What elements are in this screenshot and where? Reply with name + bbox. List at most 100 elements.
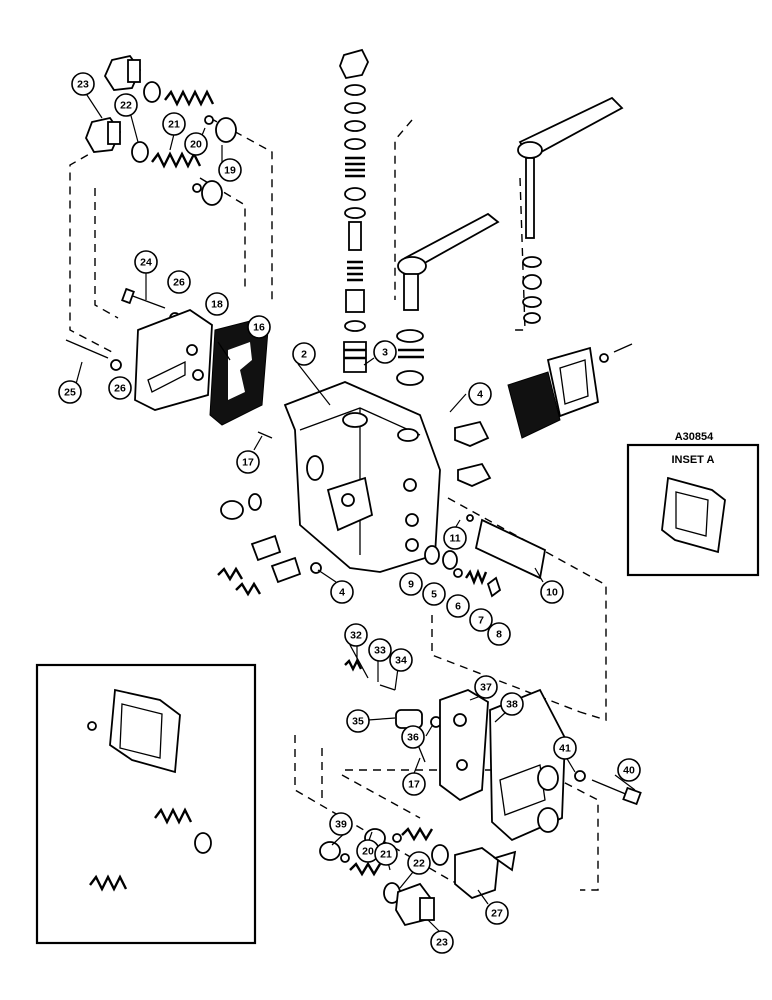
- callout-number: 17: [408, 779, 420, 791]
- figure-code: A30854: [675, 431, 714, 443]
- callout-number: 4: [477, 389, 483, 401]
- callout-circle: [236, 450, 260, 474]
- callout-number: 40: [623, 765, 635, 777]
- callout-number: 21: [380, 849, 392, 861]
- callout-c22a: 22: [114, 93, 138, 117]
- callout-c23b: 23: [430, 930, 454, 954]
- callout-circle: [344, 623, 368, 647]
- inset-a: [626, 443, 760, 577]
- control-levers: [396, 96, 633, 487]
- callout-number: 20: [190, 139, 202, 151]
- callout-circle: [487, 622, 511, 646]
- callout-c32: 32: [344, 623, 368, 647]
- callout-c21a: 21: [162, 112, 186, 136]
- callout-c21b: 21: [374, 842, 398, 866]
- detent-parts: [217, 493, 322, 597]
- callout-circle: [500, 692, 524, 716]
- callout-circle: [399, 572, 423, 596]
- center-spool-stack: [339, 48, 369, 373]
- callout-circle: [443, 526, 467, 550]
- callout-circle: [330, 580, 354, 604]
- callout-c26a: 26: [167, 270, 191, 294]
- callout-circle: [468, 382, 492, 406]
- callout-c19: 19: [218, 158, 242, 182]
- inset-a-label: INSET A: [672, 454, 715, 466]
- callout-number: 11: [449, 533, 460, 545]
- callout-circle: [373, 340, 397, 364]
- left-cover-assembly: [65, 287, 273, 439]
- callout-circle: [71, 72, 95, 96]
- callout-number: 6: [455, 601, 461, 613]
- callout-c33: 33: [368, 638, 392, 662]
- callout-circle: [247, 315, 271, 339]
- callout-circle: [346, 709, 370, 733]
- callout-c27: 27: [485, 901, 509, 925]
- callout-number: 37: [480, 682, 492, 694]
- callout-circle: [167, 270, 191, 294]
- callout-number: 3: [382, 347, 388, 359]
- callout-c2: 2: [292, 342, 316, 366]
- callout-number: 25: [64, 387, 76, 399]
- callout-number: 19: [224, 165, 236, 177]
- callout-number: 34: [395, 655, 407, 667]
- callout-circle: [389, 648, 413, 672]
- callout-c20a: 20: [184, 132, 208, 156]
- callout-c40: 40: [617, 758, 641, 782]
- callout-c4b: 4: [330, 580, 354, 604]
- callout-number: 36: [407, 732, 419, 744]
- callout-circle: [329, 812, 353, 836]
- callout-number: 8: [496, 629, 502, 641]
- main-spool: [424, 514, 547, 598]
- callout-circle: [474, 675, 498, 699]
- callout-c38: 38: [500, 692, 524, 716]
- main-valve-body: [283, 381, 441, 573]
- callout-circle: [407, 851, 431, 875]
- callout-number: 22: [120, 100, 132, 112]
- callout-c37: 37: [474, 675, 498, 699]
- callout-number: 10: [546, 587, 558, 599]
- callout-c26b: 26: [108, 376, 132, 400]
- callout-circle: [617, 758, 641, 782]
- callout-number: 7: [478, 615, 484, 627]
- callout-number: 20: [362, 846, 374, 858]
- callout-number: 38: [506, 699, 518, 711]
- lower-relief-assembly: [319, 644, 642, 927]
- callout-circle: [114, 93, 138, 117]
- callout-c35: 35: [346, 709, 370, 733]
- callout-circle: [162, 112, 186, 136]
- callout-number: 27: [491, 908, 503, 920]
- callout-number: 4: [339, 587, 345, 599]
- callout-number: 24: [140, 257, 152, 269]
- upper-relief-valve-parts: [85, 54, 237, 206]
- callout-c8: 8: [487, 622, 511, 646]
- callout-c39: 39: [329, 812, 353, 836]
- callout-c41: 41: [553, 736, 577, 760]
- callout-c9: 9: [399, 572, 423, 596]
- callout-circle: [108, 376, 132, 400]
- callout-circle: [485, 901, 509, 925]
- callout-c16: 16: [247, 315, 271, 339]
- callout-c24: 24: [134, 250, 158, 274]
- callout-c7: 7: [469, 608, 493, 632]
- callout-number: 39: [335, 819, 347, 831]
- callout-number: 41: [559, 743, 571, 755]
- callout-circle: [430, 930, 454, 954]
- lower-inset: [35, 663, 257, 945]
- callout-c25: 25: [58, 380, 82, 404]
- callout-number: 5: [431, 589, 437, 601]
- callout-circle: [374, 842, 398, 866]
- callout-number: 2: [301, 349, 307, 361]
- callout-circle: [553, 736, 577, 760]
- callout-number: 26: [114, 383, 126, 395]
- callout-c17b: 17: [402, 772, 426, 796]
- callout-c6: 6: [446, 594, 470, 618]
- callout-circle: [58, 380, 82, 404]
- callout-circle: [205, 292, 229, 316]
- callout-c34: 34: [389, 648, 413, 672]
- callout-number: 21: [168, 119, 180, 131]
- callout-circle: [402, 772, 426, 796]
- callout-c10: 10: [540, 580, 564, 604]
- callout-c4a: 4: [468, 382, 492, 406]
- callout-c17a: 17: [236, 450, 260, 474]
